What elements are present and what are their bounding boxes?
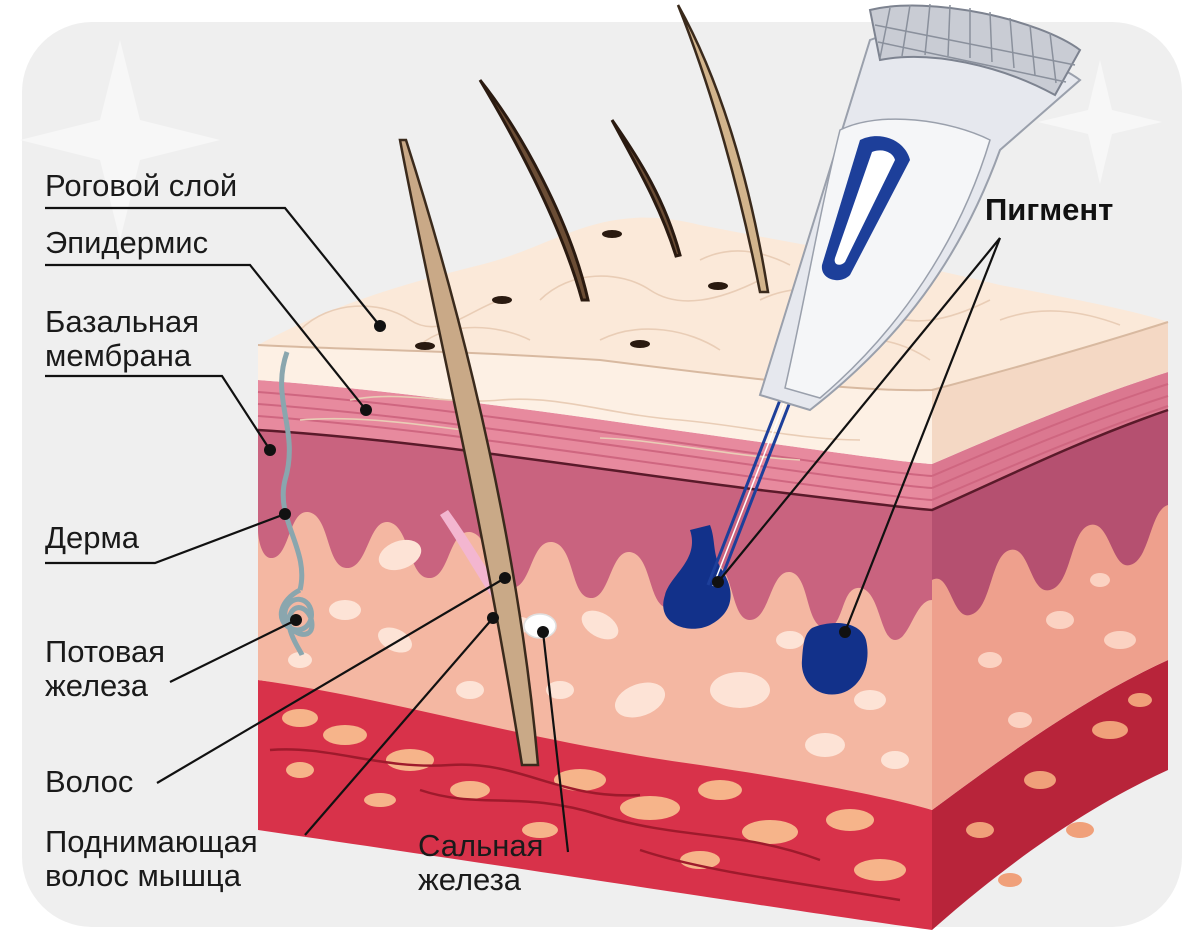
- label-sweat-gland-2: железа: [45, 668, 149, 703]
- label-sweat-gland-1: Потовая: [45, 634, 165, 669]
- label-sebaceous-gland-1: Сальная: [418, 828, 543, 863]
- epidermis-layer: [257, 372, 1169, 512]
- tattoo-device: [706, 3, 1082, 588]
- label-dermis: Дерма: [45, 520, 140, 555]
- pigment-deposits: [663, 525, 868, 695]
- sweat-gland: [278, 351, 315, 657]
- subcutis-layer: [258, 660, 1168, 930]
- decorative-stars: [20, 40, 1162, 240]
- label-epidermis: Эпидермис: [45, 225, 208, 260]
- leader-lines: [45, 206, 1002, 853]
- hairs: [398, 4, 770, 767]
- label-basement-membrane-1: Базальная: [45, 304, 199, 339]
- label-arrector-muscle-1: Поднимающая: [45, 824, 258, 859]
- label-arrector-muscle-2: волос мышца: [45, 858, 242, 893]
- labels: Роговой слой Эпидермис Базальная мембран…: [45, 168, 1113, 897]
- label-hair: Волос: [45, 764, 133, 799]
- label-sebaceous-gland-2: железа: [418, 862, 522, 897]
- dermis-layer: [258, 410, 1168, 810]
- label-pigment: Пигмент: [985, 192, 1113, 227]
- label-stratum-corneum: Роговой слой: [45, 168, 237, 203]
- label-basement-membrane-2: мембрана: [45, 338, 192, 373]
